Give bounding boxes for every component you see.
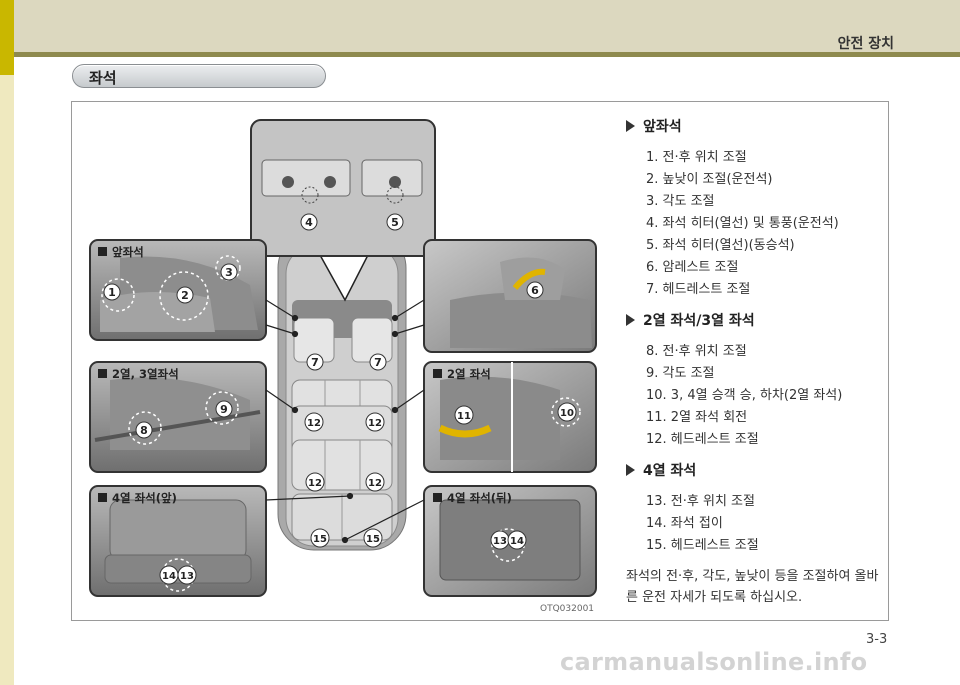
list-item: 7. 헤드레스트 조절 (646, 282, 751, 297)
callout-12-a: 12 (304, 412, 324, 432)
svg-text:7: 7 (374, 356, 382, 369)
panel-label-row2: 2열 좌석 (433, 366, 491, 382)
section-title-pill: 좌석 (72, 64, 326, 88)
svg-text:12: 12 (308, 478, 322, 489)
list-item: 11. 2열 좌석 회전 (646, 410, 748, 425)
callout-4: 4 (300, 213, 318, 231)
list-item: 13. 전·후 위치 조절 (646, 494, 755, 509)
svg-text:13: 13 (493, 536, 507, 547)
svg-text:2: 2 (181, 289, 189, 302)
callout-5: 5 (386, 213, 404, 231)
page-number: 3-3 (866, 632, 888, 647)
callout-9: 9 (215, 400, 233, 418)
panel-label-row4-rear: 4열 좌석(뒤) (433, 490, 512, 506)
svg-text:5: 5 (391, 216, 399, 229)
left-stripe-accent (0, 0, 14, 75)
list-item: 4. 좌석 히터(열선) 및 통풍(운전석) (646, 216, 839, 231)
svg-text:12: 12 (368, 478, 382, 489)
chapter-title: 안전 장치 (837, 36, 894, 52)
list-item: 2. 높낮이 조절(운전석) (646, 172, 773, 187)
svg-text:14: 14 (162, 571, 176, 582)
callout-6: 6 (526, 281, 544, 299)
list-item: 15. 헤드레스트 조절 (646, 538, 759, 553)
callout-1: 1 (103, 283, 121, 301)
callout-14-front: 14 (159, 565, 179, 585)
callout-13-rear: 13 (490, 530, 510, 550)
leader-lines (265, 299, 425, 544)
list-item: 1. 전·후 위치 조절 (646, 150, 747, 165)
svg-text:11: 11 (457, 411, 471, 422)
svg-text:12: 12 (307, 418, 321, 429)
left-stripe (0, 0, 14, 685)
header-rule (14, 52, 960, 57)
panel-label-row4-front: 4열 좌석(앞) (98, 490, 177, 506)
callout-12-d: 12 (365, 472, 385, 492)
panel-label-row23: 2열, 3열좌석 (98, 366, 179, 382)
callout-8: 8 (135, 421, 153, 439)
list-item: 10. 3, 4열 승객 승, 하차(2열 좌석) (646, 388, 843, 403)
heading-front-seat: 앞좌석 (626, 116, 682, 136)
list-item: 8. 전·후 위치 조절 (646, 344, 747, 359)
callout-7-left: 7 (306, 353, 324, 371)
heading-row2-row3: 2열 좌석/3열 좌석 (626, 310, 755, 330)
list-item: 12. 헤드레스트 조절 (646, 432, 759, 447)
list-item: 3. 각도 조절 (646, 194, 715, 209)
svg-text:14: 14 (510, 536, 524, 547)
svg-text:12: 12 (368, 418, 382, 429)
list-item: 14. 좌석 접이 (646, 516, 723, 531)
callout-15-a: 15 (310, 528, 330, 548)
watermark: carmanualsonline.info (560, 648, 868, 676)
callout-11: 11 (454, 405, 474, 425)
callout-14-rear: 14 (507, 530, 527, 550)
image-code: OTQ032001 (540, 604, 595, 614)
callout-10: 10 (557, 402, 577, 422)
list-item: 5. 좌석 히터(열선)(동승석) (646, 238, 795, 253)
svg-text:15: 15 (313, 534, 327, 545)
heading-row4: 4열 좌석 (626, 460, 696, 480)
callout-12-b: 12 (365, 412, 385, 432)
row23-seat-panel (89, 361, 267, 473)
callout-15-b: 15 (363, 528, 383, 548)
svg-text:8: 8 (140, 424, 148, 437)
header-bar (14, 0, 960, 52)
row4-front-panel (89, 485, 267, 597)
adjustment-note: 좌석의 전·후, 각도, 높낮이 등을 조절하여 올바른 운전 자세가 되도록 … (626, 569, 879, 605)
list-item: 6. 암레스트 조절 (646, 260, 739, 275)
svg-text:3: 3 (225, 266, 233, 279)
svg-text:15: 15 (366, 534, 380, 545)
callout-badges: 1 2 3 4 5 6 7 7 8 9 10 11 12 12 12 12 15… (103, 213, 577, 585)
svg-text:10: 10 (560, 408, 574, 419)
svg-text:9: 9 (220, 403, 228, 416)
callout-12-c: 12 (305, 472, 325, 492)
svg-text:7: 7 (311, 356, 319, 369)
svg-text:4: 4 (305, 216, 313, 229)
row2-seat-panel (423, 361, 597, 473)
panel-label-front: 앞좌석 (98, 244, 144, 260)
svg-text:1: 1 (108, 286, 116, 299)
callout-2: 2 (176, 286, 194, 304)
list-item: 9. 각도 조절 (646, 366, 715, 381)
callout-13-front: 13 (177, 565, 197, 585)
svg-text:13: 13 (180, 571, 194, 582)
armrest-panel (423, 239, 597, 353)
section-title: 좌석 (89, 69, 117, 87)
callout-3: 3 (220, 263, 238, 281)
callout-7-right: 7 (369, 353, 387, 371)
svg-text:6: 6 (531, 284, 539, 297)
